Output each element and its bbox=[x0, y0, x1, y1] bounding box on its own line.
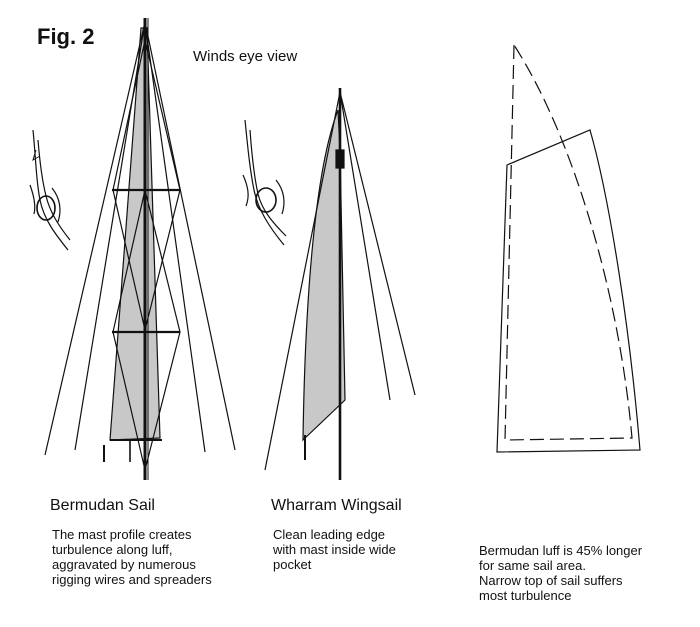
view-title: Winds eye view bbox=[193, 48, 298, 65]
wharram-wingsail-drawing bbox=[264, 88, 416, 480]
rigging-wire bbox=[339, 91, 391, 401]
wingsail-cloth bbox=[302, 109, 346, 442]
rigging-wire bbox=[144, 21, 236, 451]
rigging-wire bbox=[339, 91, 416, 396]
bermudan-sail-description: The mast profile creates turbulence alon… bbox=[52, 527, 212, 587]
figure-label: Fig. 2 bbox=[37, 24, 95, 49]
luff-comparison-description: Bermudan luff is 45% longer for same sai… bbox=[479, 543, 643, 603]
wind-flow-icon bbox=[29, 129, 71, 251]
rigging-wire bbox=[44, 21, 146, 456]
bermudan-outline bbox=[504, 43, 633, 441]
bermudan-sail-title: Bermudan Sail bbox=[50, 497, 155, 514]
wharram-wingsail-description: Clean leading edge with mast inside wide… bbox=[273, 527, 396, 572]
wingsail-outline bbox=[496, 129, 641, 453]
bermudan-sail-drawing bbox=[44, 18, 236, 480]
wharram-wingsail-title: Wharram Wingsail bbox=[271, 497, 402, 514]
rigging-wire bbox=[144, 21, 206, 453]
sail-comparison-drawing bbox=[496, 43, 641, 453]
wind-flow-icon bbox=[242, 119, 287, 246]
rigging-wire bbox=[264, 91, 341, 471]
diamond-stay bbox=[112, 39, 181, 331]
